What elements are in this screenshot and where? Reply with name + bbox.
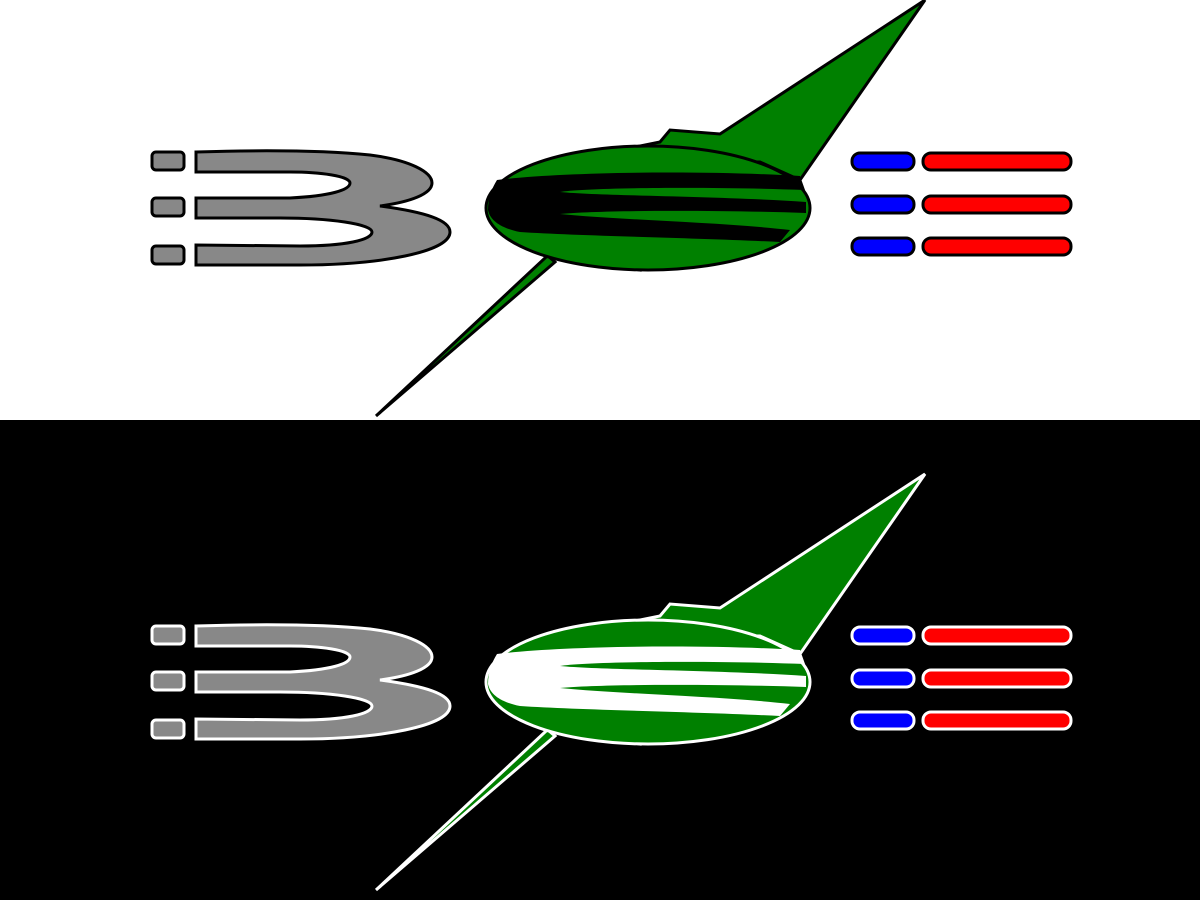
emblem-stripes	[488, 172, 806, 242]
gray-3-mark	[150, 623, 452, 741]
logo-on-light	[150, 0, 1073, 418]
blue-red-equals-mark	[850, 625, 1073, 731]
blue-red-equals-mark	[850, 151, 1073, 257]
green-swoosh-emblem	[374, 472, 927, 892]
emblem-stripes	[488, 646, 806, 716]
green-swoosh-emblem	[374, 0, 927, 418]
logo-on-dark	[150, 472, 1073, 892]
gray-3-mark	[150, 149, 452, 267]
